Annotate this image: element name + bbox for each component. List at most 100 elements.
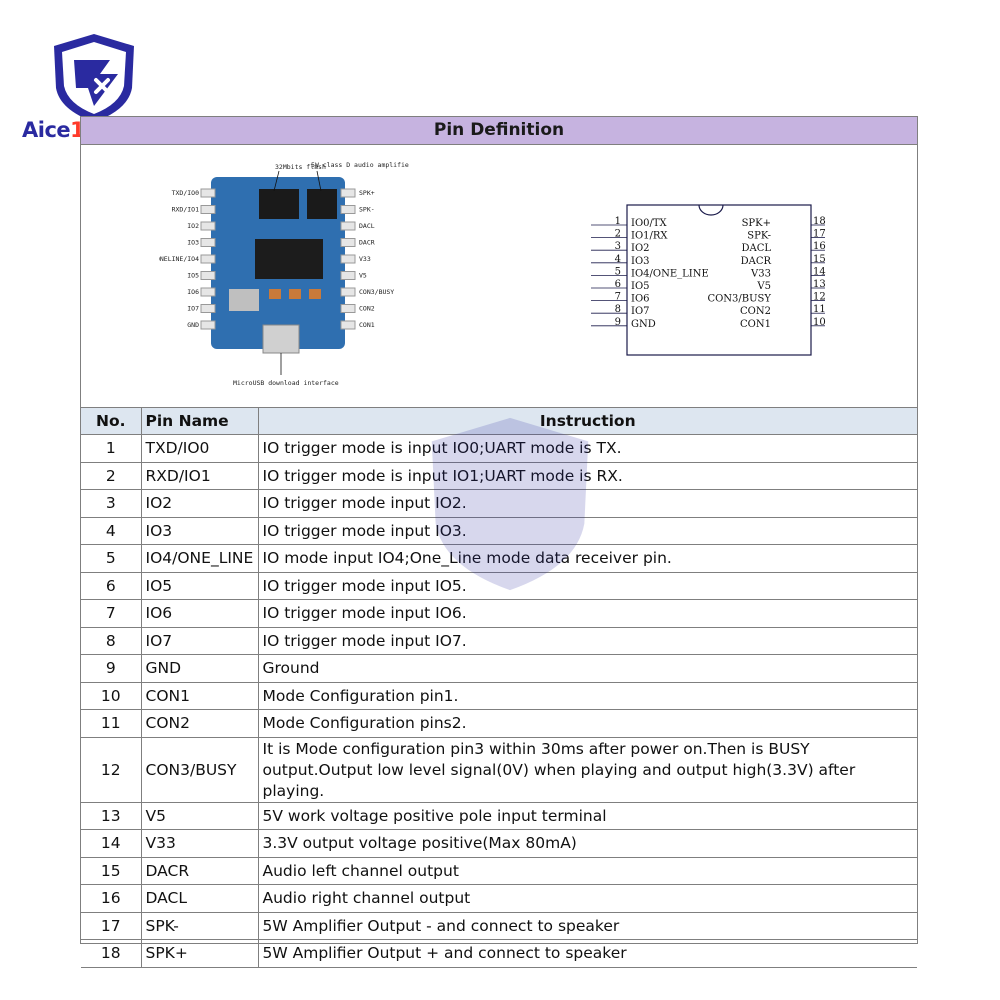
cell-pin-name: RXD/IO1 — [140, 461, 259, 490]
microusb-port — [262, 324, 300, 354]
chip-right-pin-number: 18 — [813, 216, 826, 227]
figures-area: 32Mbits flash 5W class D audio amplifier… — [81, 145, 917, 408]
header-no: No. — [81, 408, 142, 435]
chip-right-pin-number: 11 — [813, 304, 826, 315]
board-pin-pad — [340, 304, 356, 313]
cell-pin-name: SPK- — [140, 911, 259, 940]
board-left-pin-label: RXD/IO1 — [172, 206, 199, 214]
chip-left-pin-label: IO2 — [631, 243, 650, 254]
chip-left-pin-label: IO5 — [631, 281, 650, 292]
main-chip — [255, 239, 323, 279]
chip-right-pin-label: DACL — [741, 243, 771, 254]
callout-amp: 5W class D audio amplifier — [311, 161, 409, 169]
board-left-pin-label: TXD/IO0 — [172, 189, 199, 197]
component — [229, 289, 259, 311]
board-pin-pad — [340, 320, 356, 330]
chip-left-pin-number: 6 — [615, 279, 621, 290]
component — [309, 289, 321, 299]
cell-pin-name: IO3 — [140, 516, 259, 545]
board-pin-pad — [200, 205, 216, 214]
cell-pin-name: IO4/ONE_LINE — [140, 544, 259, 573]
cell-no: 16 — [81, 884, 142, 913]
board-pin-pad — [200, 287, 216, 297]
chip-right-pin-label: CON2 — [740, 306, 771, 317]
chip-notch — [698, 204, 724, 216]
cell-no: 14 — [81, 829, 142, 858]
cell-pin-name: IO5 — [140, 571, 259, 600]
chip-right-pin-label: SPK+ — [742, 218, 771, 229]
cell-no: 9 — [81, 654, 142, 683]
callout-flash: 32Mbits flash — [275, 163, 326, 171]
board-right-pin-label: V5 — [359, 272, 367, 280]
board-right-pin-label: CON3/BUSY — [359, 288, 394, 296]
cell-instruction: IO mode input IO4;One_Line mode data rec… — [257, 544, 917, 573]
cell-no: 3 — [81, 489, 142, 518]
chip-left-pin-number: 9 — [615, 317, 621, 328]
board-right-pin-label: DACR — [359, 239, 375, 247]
component — [289, 289, 301, 299]
cell-instruction: IO trigger mode is input IO1;UART mode i… — [257, 461, 917, 490]
cell-instruction: Audio right channel output — [257, 884, 917, 913]
cell-instruction: IO trigger mode input IO5. — [257, 571, 917, 600]
chip-right-pin-number: 13 — [813, 279, 826, 290]
cell-no: 18 — [81, 939, 142, 968]
cell-instruction: Ground — [257, 654, 917, 683]
cell-pin-name: DACL — [140, 884, 259, 913]
board-left-pin-label: IO3 — [187, 239, 199, 247]
board-right-pin-label: DACL — [359, 222, 375, 230]
cell-no: 12 — [81, 736, 142, 803]
board-right-pin-label: SPK+ — [359, 189, 375, 197]
cell-no: 7 — [81, 599, 142, 628]
cell-instruction: IO trigger mode input IO6. — [257, 599, 917, 628]
chip-right-pin-label: DACR — [741, 256, 772, 267]
cell-pin-name: IO7 — [140, 626, 259, 655]
board-pin-pad — [340, 287, 356, 297]
cell-instruction: 3.3V output voltage positive(Max 80mA) — [257, 829, 917, 858]
chip-right-pin-number: 14 — [813, 266, 826, 277]
cell-instruction: Audio left channel output — [257, 856, 917, 885]
board-pin-pad — [340, 221, 356, 231]
cell-no: 15 — [81, 856, 142, 885]
board-pin-pad — [340, 238, 356, 247]
cell-instruction: 5V work voltage positive pole input term… — [257, 801, 917, 830]
board-left-pin-label: ONELINE/IO4 — [159, 255, 199, 263]
chip-left-pin-label: IO7 — [631, 306, 650, 317]
cell-instruction: IO trigger mode input IO3. — [257, 516, 917, 545]
board-left-pin-label: IO7 — [187, 305, 199, 313]
table-header-row: No. Pin Name Instruction — [81, 408, 917, 435]
board-left-pin-label: GND — [187, 321, 199, 329]
shield-logo-icon — [54, 34, 134, 122]
cell-pin-name: V5 — [140, 801, 259, 830]
board-pin-pad — [200, 320, 216, 330]
chip-right-pin-number: 16 — [813, 241, 826, 252]
chip-left-pin-number: 5 — [615, 266, 621, 277]
header-pin-name: Pin Name — [140, 408, 259, 435]
chip-left-pin-number: 2 — [615, 229, 621, 240]
cell-no: 11 — [81, 709, 142, 738]
chip-right-pin-label: V5 — [756, 281, 771, 292]
chip-right-pin-number: 10 — [813, 317, 826, 328]
cell-no: 8 — [81, 626, 142, 655]
chip-left-pin-number: 7 — [615, 292, 621, 303]
board-left-pin-label: IO6 — [187, 288, 199, 296]
cell-instruction: IO trigger mode input IO2. — [257, 489, 917, 518]
board-pin-pad — [200, 238, 216, 247]
cell-instruction: 5W Amplifier Output + and connect to spe… — [257, 939, 917, 968]
chip-right-pin-label: CON1 — [740, 319, 771, 330]
chip-right-pin-label: SPK- — [747, 231, 771, 242]
cell-instruction: Mode Configuration pins2. — [257, 709, 917, 738]
cell-pin-name: IO6 — [140, 599, 259, 628]
chip-right-pin-label: V33 — [750, 268, 771, 279]
board-pin-pad — [340, 254, 356, 264]
